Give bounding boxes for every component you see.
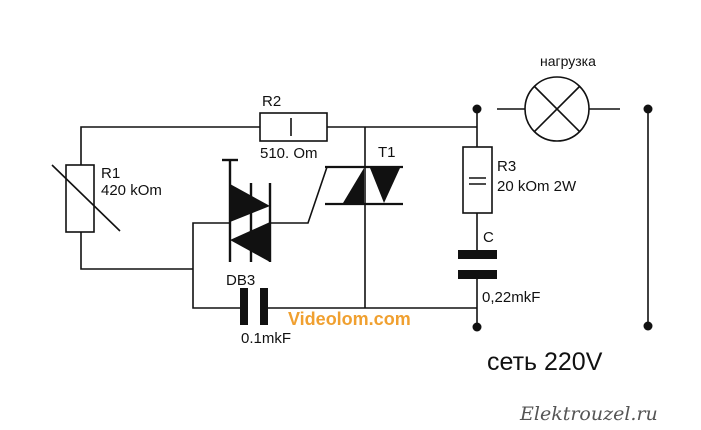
diac-name: DB3 bbox=[226, 272, 255, 289]
t1-name: T1 bbox=[378, 144, 396, 161]
r2-name: R2 bbox=[262, 93, 281, 110]
c-value: 0,22mkF bbox=[482, 289, 540, 306]
lamp-icon bbox=[524, 76, 590, 142]
wires bbox=[80, 108, 649, 327]
r1-name: R1 bbox=[101, 165, 120, 182]
c-name: C bbox=[483, 229, 494, 246]
videolom-watermark: Videolom.com bbox=[288, 309, 411, 329]
r1-variable-resistor-icon bbox=[51, 164, 121, 233]
c-gate-value: 0.1mkF bbox=[241, 330, 291, 347]
r3-value: 20 kOm 2W bbox=[497, 178, 577, 195]
r1-value: 420 kOm bbox=[101, 182, 162, 199]
diac-icon bbox=[222, 158, 272, 262]
capacitor-icon bbox=[240, 288, 268, 325]
terminal-dots bbox=[472, 104, 653, 332]
r3-name: R3 bbox=[497, 158, 516, 175]
r2-resistor-icon bbox=[259, 112, 328, 142]
load-label: нагрузка bbox=[540, 53, 596, 69]
triac-icon bbox=[325, 165, 403, 206]
elektrouzel-watermark: Elektrouzel.ru bbox=[519, 403, 658, 425]
mains-label: сеть 220V bbox=[487, 348, 603, 376]
r2-value: 510. Om bbox=[260, 145, 318, 162]
capacitor-c-icon bbox=[458, 250, 497, 279]
r3-resistor-icon bbox=[462, 146, 493, 214]
